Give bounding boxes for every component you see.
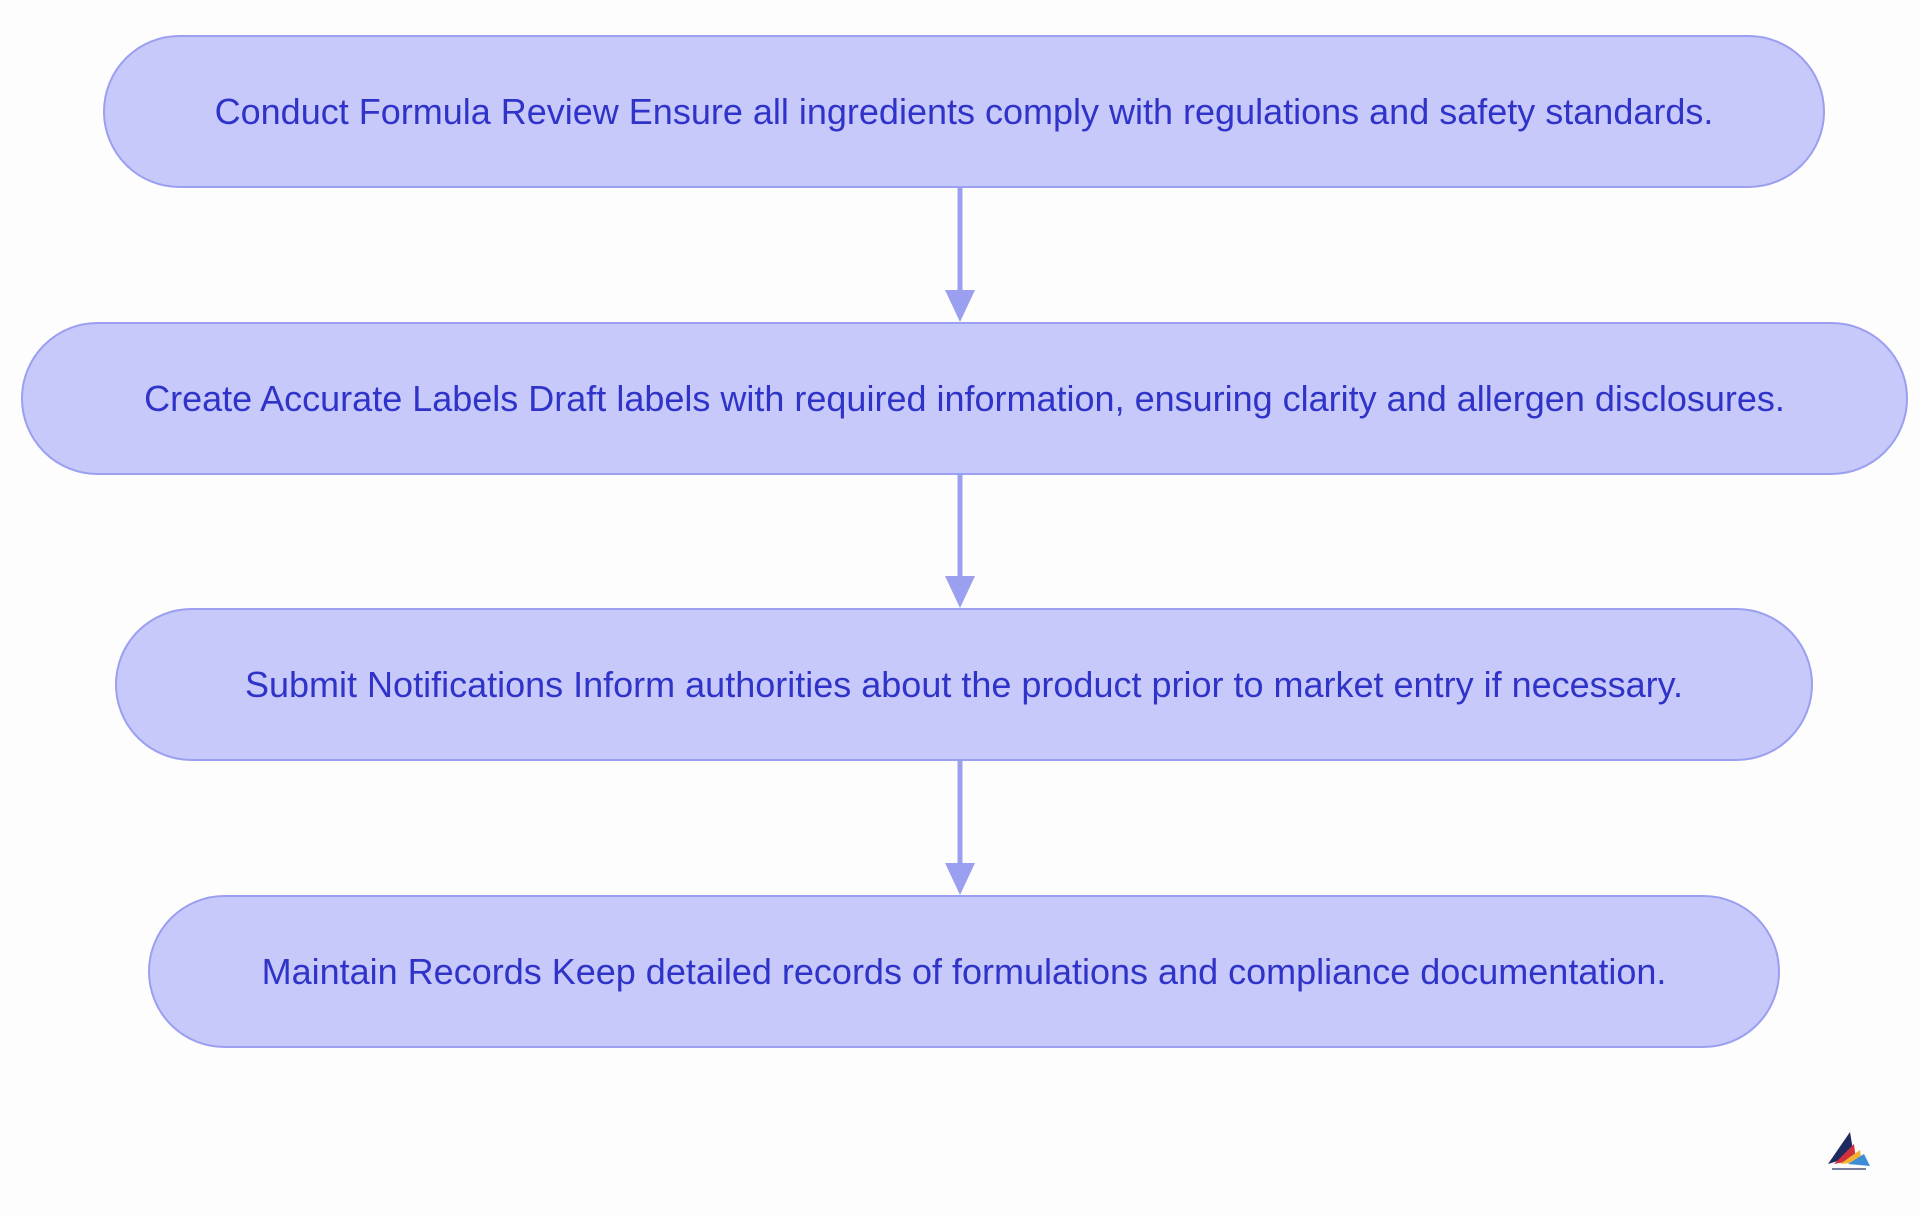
node-label: Conduct Formula Review Ensure all ingred…	[214, 90, 1714, 132]
node-conduct-formula-review: Conduct Formula Review Ensure all ingred…	[103, 35, 1825, 188]
node-submit-notifications: Submit Notifications Inform authorities …	[115, 608, 1813, 761]
edge-labels-to-notifications	[945, 475, 975, 608]
edge-notifications-to-records	[945, 761, 975, 895]
node-label: Submit Notifications Inform authorities …	[245, 663, 1683, 705]
node-label: Create Accurate Labels Draft labels with…	[144, 377, 1785, 419]
node-label: Maintain Records Keep detailed records o…	[261, 950, 1667, 992]
edge-formula-to-labels	[945, 188, 975, 322]
brand-logo-icon	[1828, 1132, 1870, 1170]
node-create-accurate-labels: Create Accurate Labels Draft labels with…	[21, 322, 1908, 475]
node-maintain-records: Maintain Records Keep detailed records o…	[148, 895, 1780, 1048]
